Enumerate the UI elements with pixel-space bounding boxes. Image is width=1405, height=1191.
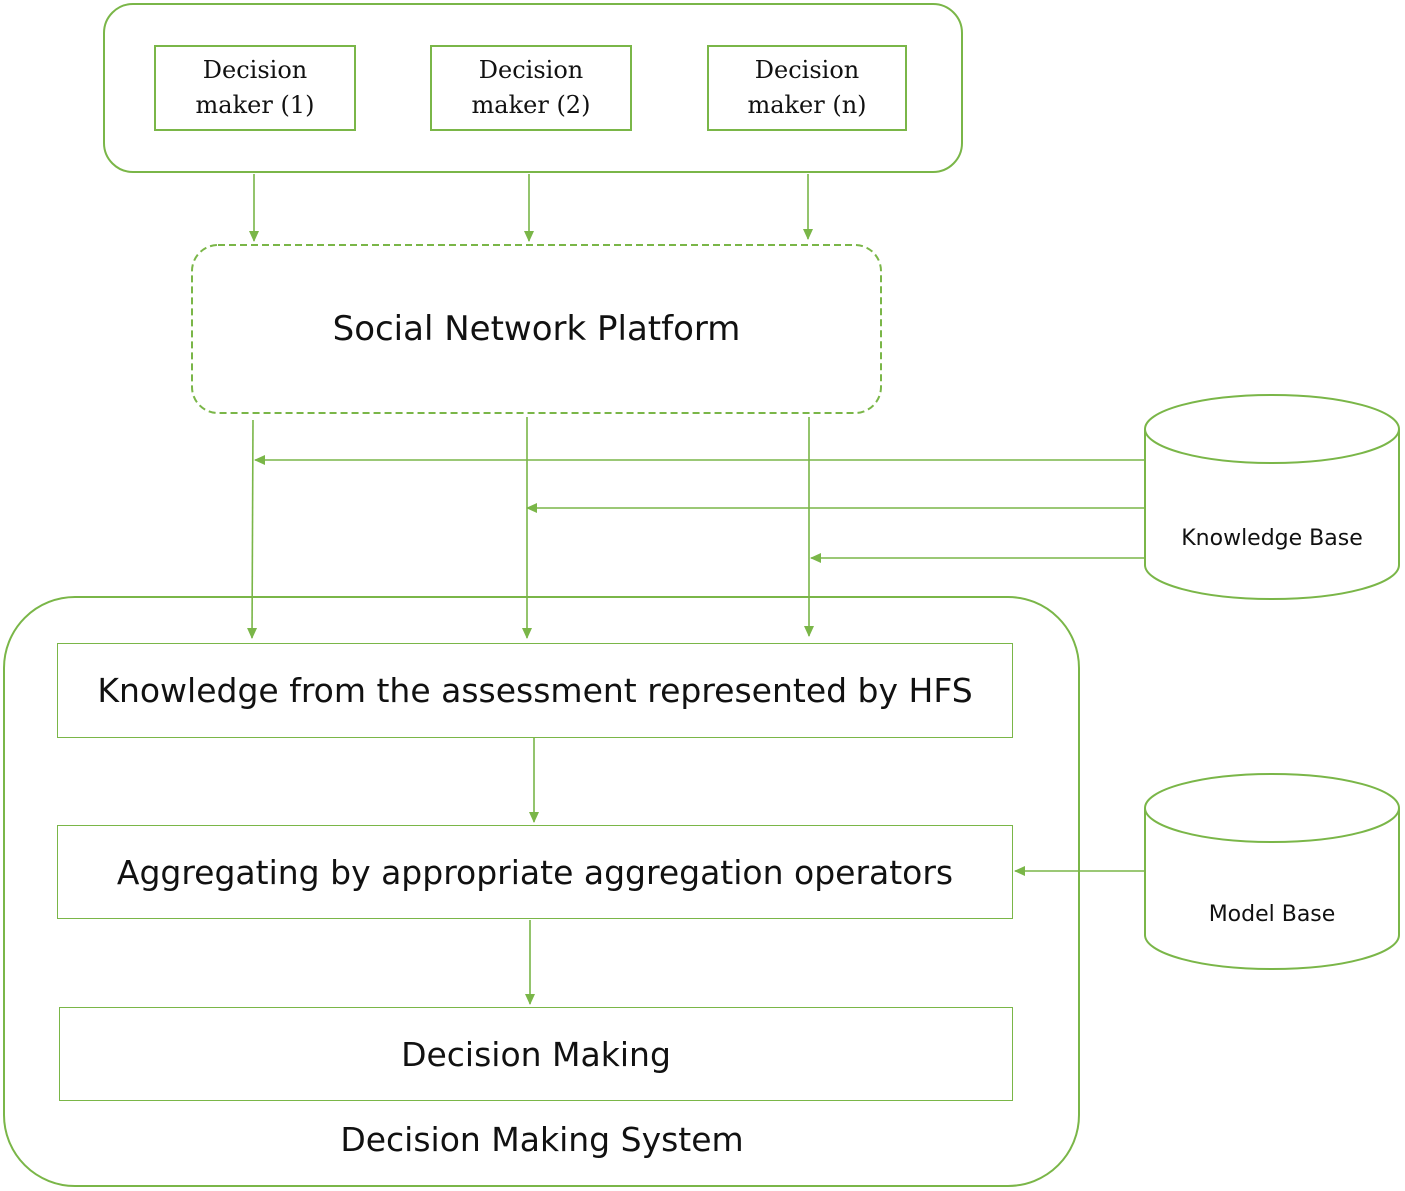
decision-makers-group — [103, 3, 963, 173]
decision-maker-1-box: Decision maker (1) — [154, 45, 356, 131]
decision-maker-n-line1: Decision — [754, 56, 860, 84]
decision-making-system-label: Decision Making System — [340, 1119, 744, 1159]
decision-maker-1-line1: Decision — [202, 56, 308, 84]
decision-making-step-box: Decision Making — [59, 1007, 1013, 1101]
decision-maker-2-line1: Decision — [478, 56, 584, 84]
aggregating-step-box: Aggregating by appropriate aggregation o… — [57, 825, 1013, 919]
decision-making-system-container — [3, 596, 1080, 1187]
decision-maker-2-box: Decision maker (2) — [430, 45, 632, 131]
knowledge-base-label: Knowledge Base — [1181, 526, 1363, 551]
platform-label: Social Network Platform — [332, 309, 741, 349]
model-base-cylinder — [1144, 773, 1400, 970]
decision-maker-1-line2: maker (1) — [195, 91, 315, 119]
model-base-label: Model Base — [1208, 902, 1336, 927]
knowledge-base-cylinder — [1144, 394, 1400, 600]
decision-maker-2-line2: maker (2) — [471, 91, 591, 119]
arrow-platform-to-knowledge-1 — [247, 419, 258, 639]
decision-maker-n-line2: maker (n) — [747, 91, 867, 119]
decision-maker-n-box: Decision maker (n) — [707, 45, 907, 131]
knowledge-step-box: Knowledge from the assessment represente… — [57, 643, 1013, 738]
